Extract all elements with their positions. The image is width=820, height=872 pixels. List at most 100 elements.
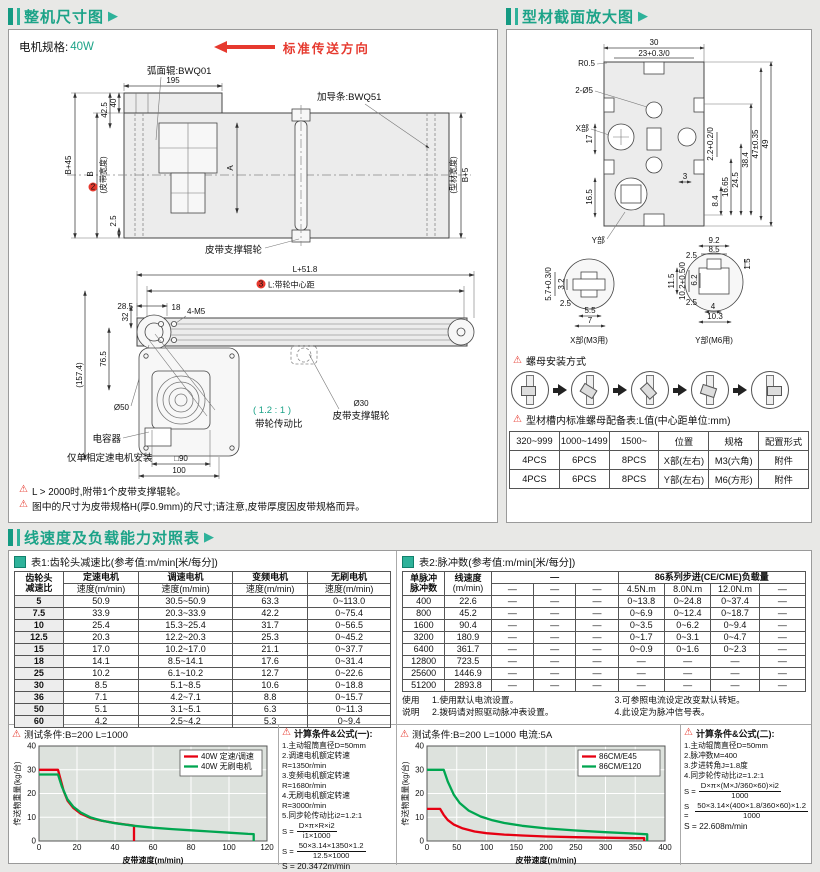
y-axis-label: 传送物重量(kg/台) (400, 761, 410, 825)
circled-number: 2 (91, 183, 96, 192)
column-header: 变频电机 (232, 571, 309, 584)
dim-label: 5.5 (584, 306, 596, 315)
table-cell: 0~9.4 (307, 714, 391, 728)
formula2-title-row: ⚠ 计算条件&公式(二): (684, 727, 808, 740)
nut-step-3 (631, 371, 669, 409)
dim-label: 11.5 (667, 273, 676, 289)
table-cell: — (710, 654, 760, 668)
table-cell: — (490, 630, 534, 644)
dim-label: 18 (172, 303, 181, 312)
overall-dimension-panel: 电机规格: 40W 标准传送方向 195 (8, 29, 498, 523)
s-equals: S = (684, 786, 696, 796)
table-cell: — (490, 594, 534, 608)
dim-label: 7 (588, 316, 593, 325)
formula-item: 4.无刷电机额定转速R=3000r/min (282, 791, 350, 810)
y-tick-label: 40 (27, 742, 36, 751)
dim-label: 16.65 (721, 176, 730, 197)
table-cell: 42.2 (232, 606, 309, 620)
numerator: D×π×R×i2 (296, 821, 337, 832)
condition-text: 测试条件:B=200 L=1000 (23, 730, 128, 741)
formula-item: 2.脉冲数M=400 (684, 751, 738, 760)
transport-direction: 标准传送方向 (213, 38, 370, 57)
note-line: ⚠L > 2000时,附带1个皮带支撑辊轮。 (19, 484, 487, 498)
table-cell: Y部(左右) (658, 469, 710, 489)
note-text: 2.拨码请对照驱动脉冲表设置。 (432, 707, 554, 718)
note-text: L > 2000时,附带1个皮带支撑辊轮。 (31, 487, 186, 498)
table-cell: — (758, 654, 807, 668)
table-cell: 0~6.2 (663, 618, 712, 632)
dim-label: Ø50 (114, 403, 130, 412)
motor-spec-label: 电机规格: (19, 42, 69, 54)
table-cell: 51200 (401, 678, 446, 692)
section-title-speed: 线速度及负载能力对照表 (24, 529, 201, 547)
table-cell: 21.1 (232, 642, 309, 656)
detail-caption-x: X部(M3用) (570, 335, 608, 345)
table-cell: 63.3 (232, 594, 309, 608)
dim-label: 47±0.35 (751, 129, 760, 158)
table-cell: 5.1~8.5 (138, 678, 234, 692)
dim-label: 2.2+0.2/0 (706, 127, 715, 161)
nut-step-1 (511, 371, 549, 409)
table-cell: 0~6.9 (617, 606, 665, 620)
table-cell: 25.4 (62, 618, 140, 632)
table-cell: — (490, 666, 534, 680)
header-bar-icon (17, 7, 20, 25)
x-tick-label: 80 (187, 843, 196, 852)
column-subheader: — (490, 582, 534, 596)
y-tick-label: 10 (415, 813, 424, 822)
y-axis-label: 传送物重量(kg/台) (12, 761, 22, 825)
table-cell: 0~24.8 (663, 594, 712, 608)
s-equals: S = (684, 802, 690, 821)
column-subheader: — (575, 582, 619, 596)
column-subheader: 8.0N.m (663, 582, 712, 596)
table-cell: — (532, 630, 577, 644)
x-tick-label: 400 (658, 843, 672, 852)
left-arrow-icon (213, 41, 227, 53)
table-cell: 33.9 (62, 606, 140, 620)
table-cell: 0~37.7 (307, 642, 391, 656)
table-cell: 8PCS (608, 450, 660, 470)
formula-result: S = 22.608m/min (684, 821, 748, 832)
part-label-arc-roller: 弧面辊:BWQ01 (147, 65, 211, 77)
profile-cross-section-drawing: 30 23+0.3/0 R0.5 2-Ø5 (544, 38, 773, 345)
table-cell: — (532, 678, 577, 692)
table-cell: 361.7 (444, 642, 492, 656)
table-cell: 6.3 (232, 702, 309, 716)
table-cell: 20.3 (62, 630, 140, 644)
table-cell: 15.3~25.4 (138, 618, 234, 632)
x-tick-label: 0 (425, 843, 430, 852)
column-header: 配置形式 (758, 431, 809, 451)
triangle-arrow-icon: ▶ (638, 8, 649, 23)
formula2-title: 计算条件&公式(二): (695, 729, 775, 739)
table-cell: — (663, 678, 712, 692)
nut-step-2 (571, 371, 609, 409)
formula2-cell: ⚠ 计算条件&公式(二): 1.主动辊筒直径D=50mm 2.脉冲数M=400 … (681, 725, 811, 865)
y-tick-label: 10 (27, 813, 36, 822)
table-cell: 附件 (758, 450, 809, 470)
nut-table-title-row: ⚠ 型材槽内标准螺母配备表:L值(中心距单位:mm) (513, 412, 805, 427)
table-cell: 0~4.7 (710, 630, 760, 644)
table-cell: 6PCS (558, 450, 610, 470)
plot-border (38, 745, 268, 842)
table-cell: — (758, 642, 807, 656)
dim-label: 28.5 (117, 302, 133, 311)
table-cell: 400 (401, 594, 446, 608)
table1-title: 表1:齿轮头减速比(参考值:m/min[米/每分]) (31, 558, 218, 569)
notes-label: 说明 (402, 707, 420, 718)
column-header: 320~999 (509, 431, 560, 451)
column-group-header: 86系列步进(CE/CME)负载量 (617, 571, 807, 584)
condition-text: 测试条件:B=200 L=1000 电流:5A (411, 730, 553, 741)
x-tick-label: 200 (539, 843, 553, 852)
warning-icon: ⚠ (19, 484, 28, 495)
table-cell: — (617, 654, 665, 668)
nut-install-label-row: ⚠ 螺母安装方式 (513, 353, 805, 368)
section-header-overall: 整机尺寸图 ▶ (8, 6, 498, 26)
table-cell: 6PCS (558, 469, 610, 489)
notes-label: 使用 (402, 694, 420, 705)
